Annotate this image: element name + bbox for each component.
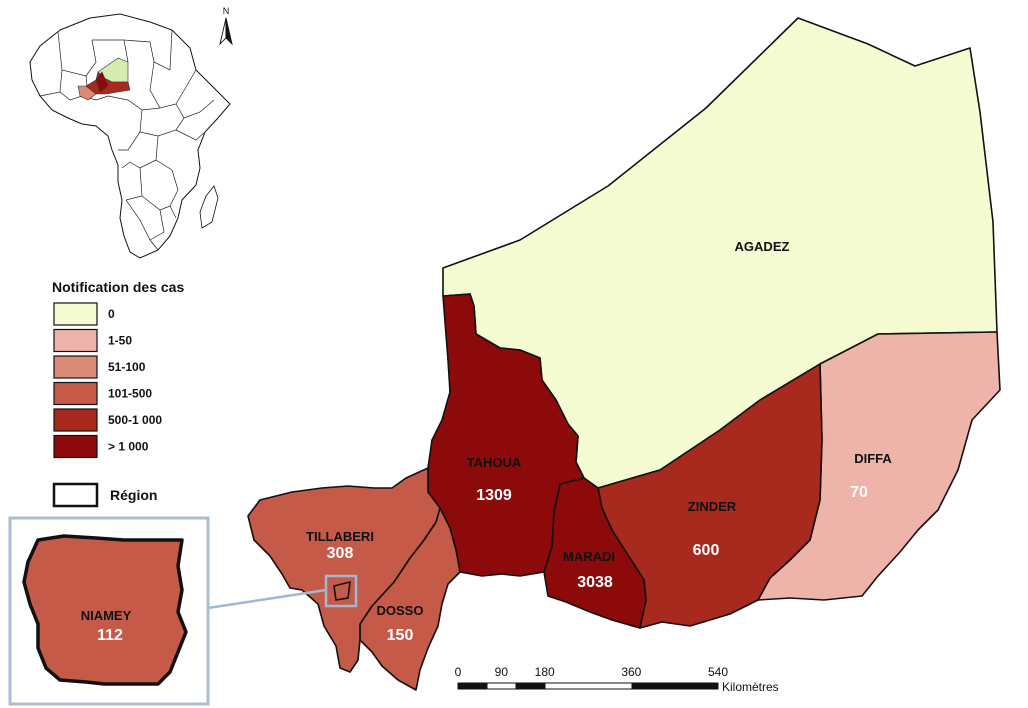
value-tahoua: 1309: [476, 487, 512, 504]
label-niamey: NIAMEY: [81, 608, 132, 623]
legend-label-0: 0: [108, 307, 115, 321]
label-tahoua: TAHOUA: [467, 455, 522, 470]
legend-swatch-2: [53, 355, 98, 379]
inset-connector-line: [207, 588, 327, 610]
label-diffa: DIFFA: [854, 451, 892, 466]
value-maradi: 3038: [577, 574, 613, 591]
legend-swatch-4: [53, 408, 98, 432]
legend-swatch-0: [53, 302, 98, 326]
value-dosso: 150: [387, 627, 414, 644]
africa-locator-map: [29, 13, 231, 259]
legend-swatch-5: [53, 434, 98, 459]
scale-tick-0: 0: [455, 665, 462, 679]
legend-label-4: 500-1 000: [108, 413, 162, 427]
label-dosso: DOSSO: [377, 603, 424, 618]
niger-map: AGADEZ TAHOUA 1309 MARADI 3038 ZINDER 60…: [207, 17, 1001, 691]
niger-locator-west: [77, 85, 97, 101]
region-niamey-inset[interactable]: [22, 534, 188, 686]
legend-label-1: 1-50: [108, 334, 132, 348]
label-agadez: AGADEZ: [735, 239, 790, 254]
scale-tick-3: 360: [621, 665, 641, 679]
madagascar-outline: [199, 185, 219, 229]
scale-unit: Kilomètres: [722, 680, 779, 694]
scale-seg-4: [544, 682, 633, 690]
legend-region-swatch: [52, 482, 99, 508]
niger-locator-center: [95, 71, 109, 93]
legend-label-2: 51-100: [108, 360, 146, 374]
scale-seg-1: [457, 682, 488, 690]
scale-tick-2: 180: [535, 665, 555, 679]
north-arrow-icon: N: [219, 6, 233, 46]
value-diffa: 70: [850, 484, 868, 501]
scale-ticks: 0 90 180 360 540: [455, 665, 729, 679]
africa-outline: [29, 13, 231, 259]
niger-locator-south: [85, 71, 131, 95]
scale-seg-3: [515, 682, 546, 690]
label-maradi: MARADI: [563, 549, 615, 564]
legend-items: 0 1-50 51-100 101-500 500-1 000 > 1 000: [53, 302, 162, 459]
region-niamey-small[interactable]: [333, 580, 351, 601]
scale-tick-4: 540: [708, 665, 728, 679]
scale-bar: 0 90 180 360 540 Kilomètres: [455, 665, 779, 694]
legend-label-3: 101-500: [108, 387, 152, 401]
legend-swatch-3: [53, 381, 98, 406]
legend-region-label: Région: [110, 487, 157, 503]
legend-title: Notification des cas: [52, 279, 184, 295]
africa-country-borders: [39, 29, 215, 251]
scale-seg-2: [486, 682, 517, 690]
legend-label-5: > 1 000: [108, 440, 149, 454]
label-tillaberi: TILLABERI: [306, 529, 374, 544]
north-arrow-label: N: [223, 6, 230, 16]
legend-swatch-1: [53, 328, 98, 353]
value-tillaberi: 308: [327, 545, 354, 562]
niamey-inset: NIAMEY 112: [8, 516, 210, 706]
value-niamey: 112: [97, 627, 123, 644]
region-tillaberi[interactable]: [247, 467, 441, 673]
scale-tick-1: 90: [495, 665, 509, 679]
scale-seg-5: [631, 682, 719, 690]
label-zinder: ZINDER: [688, 499, 737, 514]
value-zinder: 600: [693, 542, 720, 559]
legend: Notification des cas 0 1-50 51-100 101-500 5…: [52, 279, 184, 508]
